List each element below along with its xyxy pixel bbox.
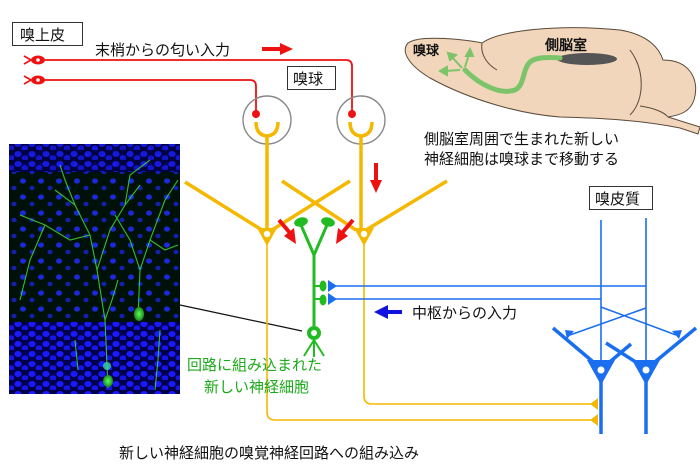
migration-caption-line1: 側脳室周囲で生まれた新しい <box>424 130 619 148</box>
arrow-left-icon <box>374 305 402 319</box>
brain-brainstem-boundary <box>639 105 669 118</box>
olfactory-bulb-label-box: 嗅球 <box>287 66 336 90</box>
central-input-label: 中枢からの入力 <box>412 304 517 322</box>
pyramidal-cell-1 <box>551 220 647 434</box>
brain-sketch: 嗅球 側脳室 側脳室周囲で生まれた新しい 神経細胞は嗅球まで移動する <box>404 27 700 168</box>
axon-terminal <box>252 110 260 118</box>
arrow-down-right-icon <box>277 218 296 244</box>
arrow-down-icon <box>370 163 382 193</box>
micrograph <box>9 144 180 394</box>
olfactory-bulb-label: 嗅球 <box>293 70 323 88</box>
lateral-ventricle <box>557 53 617 65</box>
sensory-axon-1 <box>45 59 353 115</box>
brain-ventricle-label: 側脳室 <box>544 37 587 54</box>
brain-outline <box>404 27 700 135</box>
olfactory-epithelium-label-box: 嗅上皮 <box>12 22 83 46</box>
rostral-migratory-stream <box>462 55 563 94</box>
new-neuron-label-line2: 新しい神経細胞 <box>204 378 309 396</box>
arrow-down-left-icon <box>336 218 355 244</box>
olfactory-receptor-icon <box>23 75 45 85</box>
micrograph-granule-layer <box>9 322 180 394</box>
micrograph-dendrites <box>19 159 179 391</box>
diagram-title: 新しい神経細胞の嗅覚神経回路への組み込み <box>119 444 419 462</box>
pyramidal-cell-2 <box>600 218 698 434</box>
micrograph-cell-body <box>103 375 113 387</box>
migration-arrows <box>437 46 475 77</box>
olfactory-epithelium-label: 嗅上皮 <box>20 26 65 44</box>
brain-cerebellum-boundary <box>629 49 642 116</box>
sensory-axon-2 <box>45 79 257 113</box>
brain-bulb-boundary <box>481 42 498 71</box>
olfactory-cortex-label: 嗅皮質 <box>595 190 640 208</box>
olfactory-cortex-label-box: 嗅皮質 <box>589 186 653 210</box>
cortical-feedback-axons <box>328 280 646 305</box>
mitral-cell-1 <box>184 121 598 426</box>
axon-terminal <box>348 110 356 118</box>
peripheral-input-label: 末梢からの匂い入力 <box>95 41 230 59</box>
olfactory-receptor-icon <box>23 55 45 65</box>
micrograph-cell-body <box>103 362 111 370</box>
new-neuron-label-line1: 回路に組み込まれた <box>187 356 322 374</box>
new-granule-neuron <box>294 217 335 357</box>
micrograph-cell-body <box>134 307 144 321</box>
migration-caption-line2: 神経細胞は嗅球まで移動する <box>424 150 619 168</box>
brain-olfactory-bulb-label: 嗅球 <box>413 43 440 59</box>
arrow-right-icon <box>262 43 293 55</box>
dendritic-spine <box>319 294 327 306</box>
micrograph-pointer-line <box>179 304 303 332</box>
mitral-cell-2 <box>281 121 598 410</box>
dendritic-spine <box>319 280 327 292</box>
micrograph-top-layer <box>9 144 180 172</box>
